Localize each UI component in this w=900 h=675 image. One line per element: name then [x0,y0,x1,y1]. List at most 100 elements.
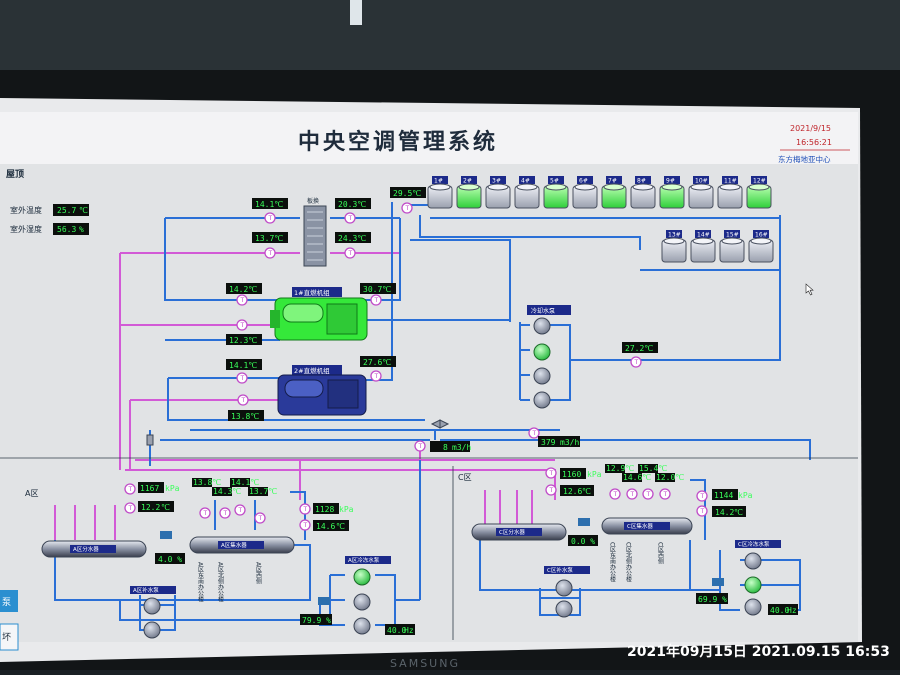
cooling-tower-11[interactable]: 11# [717,176,743,209]
valves [146,419,450,446]
sensor-marker[interactable] [236,294,248,306]
valve-icon[interactable] [146,434,154,446]
zone-c-chw-pump-2[interactable] [744,576,762,594]
cooling-tower-10[interactable]: 10# [688,176,714,209]
readout-box [300,614,332,625]
valve-icon[interactable] [430,419,450,429]
zone-a-makeup-pump-2[interactable] [143,621,161,639]
sensor-marker[interactable] [344,247,356,259]
cooling-pump-4[interactable] [533,391,551,409]
header-temp: 14.1℃ [231,478,259,487]
sensor-marker[interactable] [299,519,311,531]
sensor-glyph: T [532,430,537,437]
sensor-marker[interactable] [545,467,557,479]
sensor-marker[interactable] [642,488,654,500]
chiller1-label-box [292,287,342,297]
zone-c-pump-pct: 69.9 % [698,595,727,604]
cooling-tower-8[interactable]: 8# [630,176,656,209]
sensor-marker[interactable] [199,507,211,519]
unit: ℃ [161,503,170,512]
sensor-marker[interactable] [630,356,642,368]
side-tab-1[interactable] [0,590,18,612]
sensor-marker[interactable] [264,247,276,259]
title-bar [0,112,858,164]
zone-c-pressure-2: 1144 [714,491,733,500]
sensor-glyph: T [630,491,635,498]
cooling-tower-2[interactable]: 2# [456,176,482,209]
sensor-marker[interactable] [234,504,246,516]
zone-c-chw-pump-3[interactable] [744,598,762,616]
chiller-1[interactable] [270,297,368,341]
bypass-valve[interactable] [578,518,590,526]
sensor-marker[interactable] [401,202,413,214]
sensor-marker[interactable] [236,319,248,331]
sensor-marker[interactable] [219,507,231,519]
sensor-glyph: T [240,322,245,329]
sensor-glyph: T [128,505,133,512]
zone-c-makeup-pump-2[interactable] [555,600,573,618]
sensor-marker[interactable] [254,512,266,524]
cooling-tower-15[interactable]: 15# [719,230,745,263]
cooling-tower-1[interactable]: 1# [427,176,453,209]
cooling-tower-16[interactable]: 16# [748,230,774,263]
cooling-pump-2[interactable] [533,343,551,361]
side-tab-2[interactable] [0,623,19,651]
pump-valve[interactable] [712,578,724,586]
zone-a-chw-pump-2[interactable] [353,593,371,611]
side-tab-2-label: 坏 [2,631,11,643]
zone-c-makeup-pump-1[interactable] [555,579,573,597]
sensor-marker[interactable] [696,490,708,502]
chiller2-label-box [292,365,342,375]
outdoor-temp-unit: ℃ [79,206,88,215]
sensor-marker[interactable] [370,294,382,306]
cooling-pump-label-box [527,305,571,315]
cooling-tower-14[interactable]: 14# [690,230,716,263]
sensor-marker[interactable] [528,427,540,439]
tower-fan-icon [429,183,451,191]
cooling-tower-5[interactable]: 5# [543,176,569,209]
sensor-marker[interactable] [299,503,311,515]
cooling-tower-3[interactable]: 3# [485,176,511,209]
cooling-tower-13[interactable]: 13# [661,230,687,263]
sensor-marker[interactable] [344,212,356,224]
sensor-marker[interactable] [696,505,708,517]
zone-c-temp-2: 14.2 [715,508,734,517]
pump-valve[interactable] [318,597,330,605]
sensor-marker[interactable] [545,484,557,496]
sensor-marker[interactable] [264,212,276,224]
sensor-marker[interactable] [370,370,382,382]
label-box [130,586,176,594]
cooling-pumps[interactable] [533,317,551,409]
zone-c-chw-pump-1[interactable] [744,552,762,570]
zone-a-makeup-pump-1[interactable] [143,597,161,615]
cooling-tower-7[interactable]: 7# [601,176,627,209]
readout-box [622,342,658,353]
cooling-tower-6[interactable]: 6# [572,176,598,209]
sensor-marker[interactable] [609,488,621,500]
sensor-marker[interactable] [626,488,638,500]
bypass-valve[interactable] [160,531,172,539]
cooling-pump-1[interactable] [533,317,551,335]
sensor-marker[interactable] [236,372,248,384]
zone-a-chw-pump-1[interactable] [353,568,371,586]
cooling-pump-3[interactable] [533,367,551,385]
tower-fan-icon [661,183,683,191]
cooling-tower-9[interactable]: 9# [659,176,685,209]
header-temp: 15.4℃ [639,464,667,473]
pressure-unit: kPa [587,470,602,479]
tower-fan-icon [516,183,538,191]
header-temp: 12.9℃ [606,464,634,473]
cooling-tower-12[interactable]: 12# [746,176,772,209]
sensor-glyph: T [634,359,639,366]
readout-box [252,232,288,243]
cooling-tower-4[interactable]: 4# [514,176,540,209]
sensor-marker[interactable] [414,440,426,452]
zone-a-chw-pump-3[interactable] [353,617,371,635]
sensor-marker[interactable] [124,502,136,514]
sensor-marker[interactable] [659,488,671,500]
chiller-2[interactable] [277,374,367,416]
readout-box [712,506,746,517]
sensor-marker[interactable] [237,394,249,406]
temp-readout: 14.1℃ [255,200,283,209]
sensor-marker[interactable] [124,483,136,495]
